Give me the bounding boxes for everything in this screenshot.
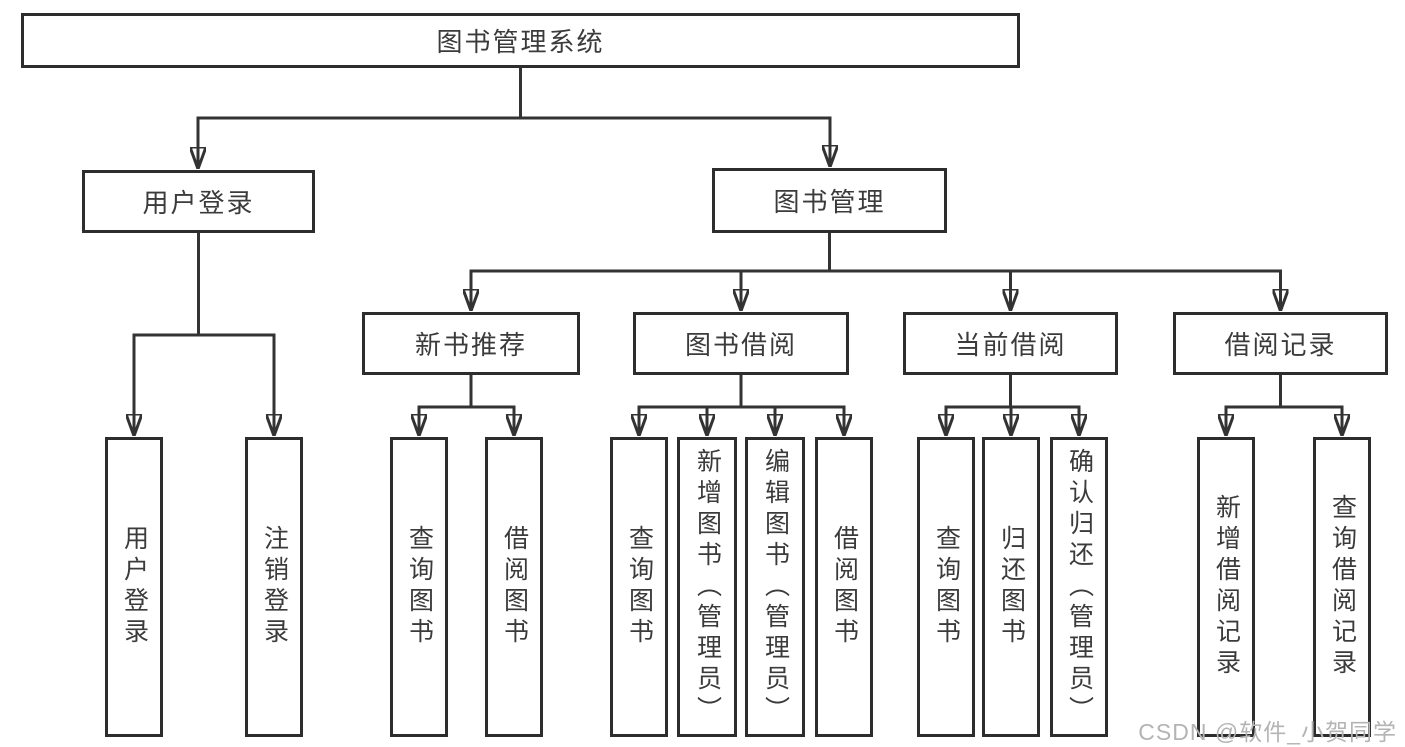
node-recommend-query-books: 查询图书 <box>390 437 448 737</box>
node-borrowing-borrow-books: 借阅图书 <box>815 437 873 737</box>
node-book-borrowing: 图书借阅 <box>633 312 849 375</box>
node-book-management-branch: 图书管理 <box>712 168 947 233</box>
node-user-login-branch: 用户登录 <box>82 170 315 233</box>
node-current-confirm-return-admin: 确认归还（管理员） <box>1050 437 1108 737</box>
node-borrowing-query-books: 查询图书 <box>610 437 668 737</box>
node-current-borrowing: 当前借阅 <box>903 312 1118 375</box>
connector-arrows <box>134 118 1342 435</box>
node-current-return-books: 归还图书 <box>982 437 1040 737</box>
node-records-add-borrow-record: 新增借阅记录 <box>1197 437 1255 737</box>
csdn-watermark: CSDN @软件_小贺同学 <box>1138 719 1397 745</box>
node-borrowing-add-books-admin: 新增图书（管理员） <box>677 437 737 737</box>
node-records-query-borrow-record: 查询借阅记录 <box>1313 437 1371 737</box>
node-library-management-system: 图书管理系统 <box>21 13 1020 68</box>
node-borrowing-edit-books-admin: 编辑图书（管理员） <box>745 437 805 737</box>
node-new-book-recommend: 新书推荐 <box>362 312 580 375</box>
node-user-login-leaf: 用户登录 <box>105 437 163 737</box>
node-recommend-borrow-books: 借阅图书 <box>485 437 543 737</box>
node-logout-leaf: 注销登录 <box>245 437 303 737</box>
node-borrowing-records: 借阅记录 <box>1173 312 1388 375</box>
node-current-query-books: 查询图书 <box>917 437 975 737</box>
